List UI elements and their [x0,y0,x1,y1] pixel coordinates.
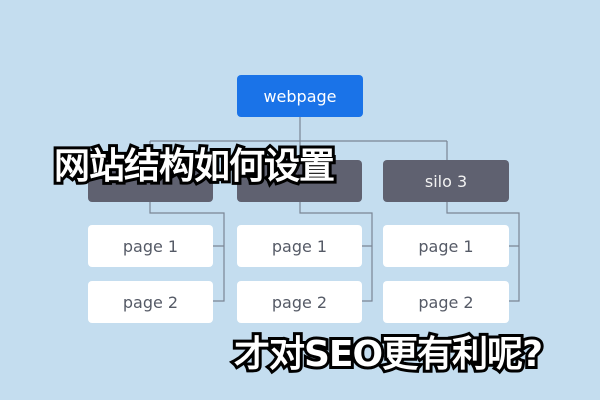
overlay-title-line2: 才对SEO更有利呢? [231,331,546,378]
root-node-webpage: webpage [237,75,363,117]
overlay-title-line1: 网站结构如何设置 [51,143,338,190]
silo-node-1 [88,160,213,202]
silo-node-2 [237,160,362,202]
page-node: page 2 [383,281,509,323]
page-node: page 1 [237,225,362,267]
page-node: page 1 [383,225,509,267]
page-node: page 2 [237,281,362,323]
page-node: page 1 [88,225,213,267]
page-node: page 2 [88,281,213,323]
silo-node-3: silo 3 [383,160,509,202]
